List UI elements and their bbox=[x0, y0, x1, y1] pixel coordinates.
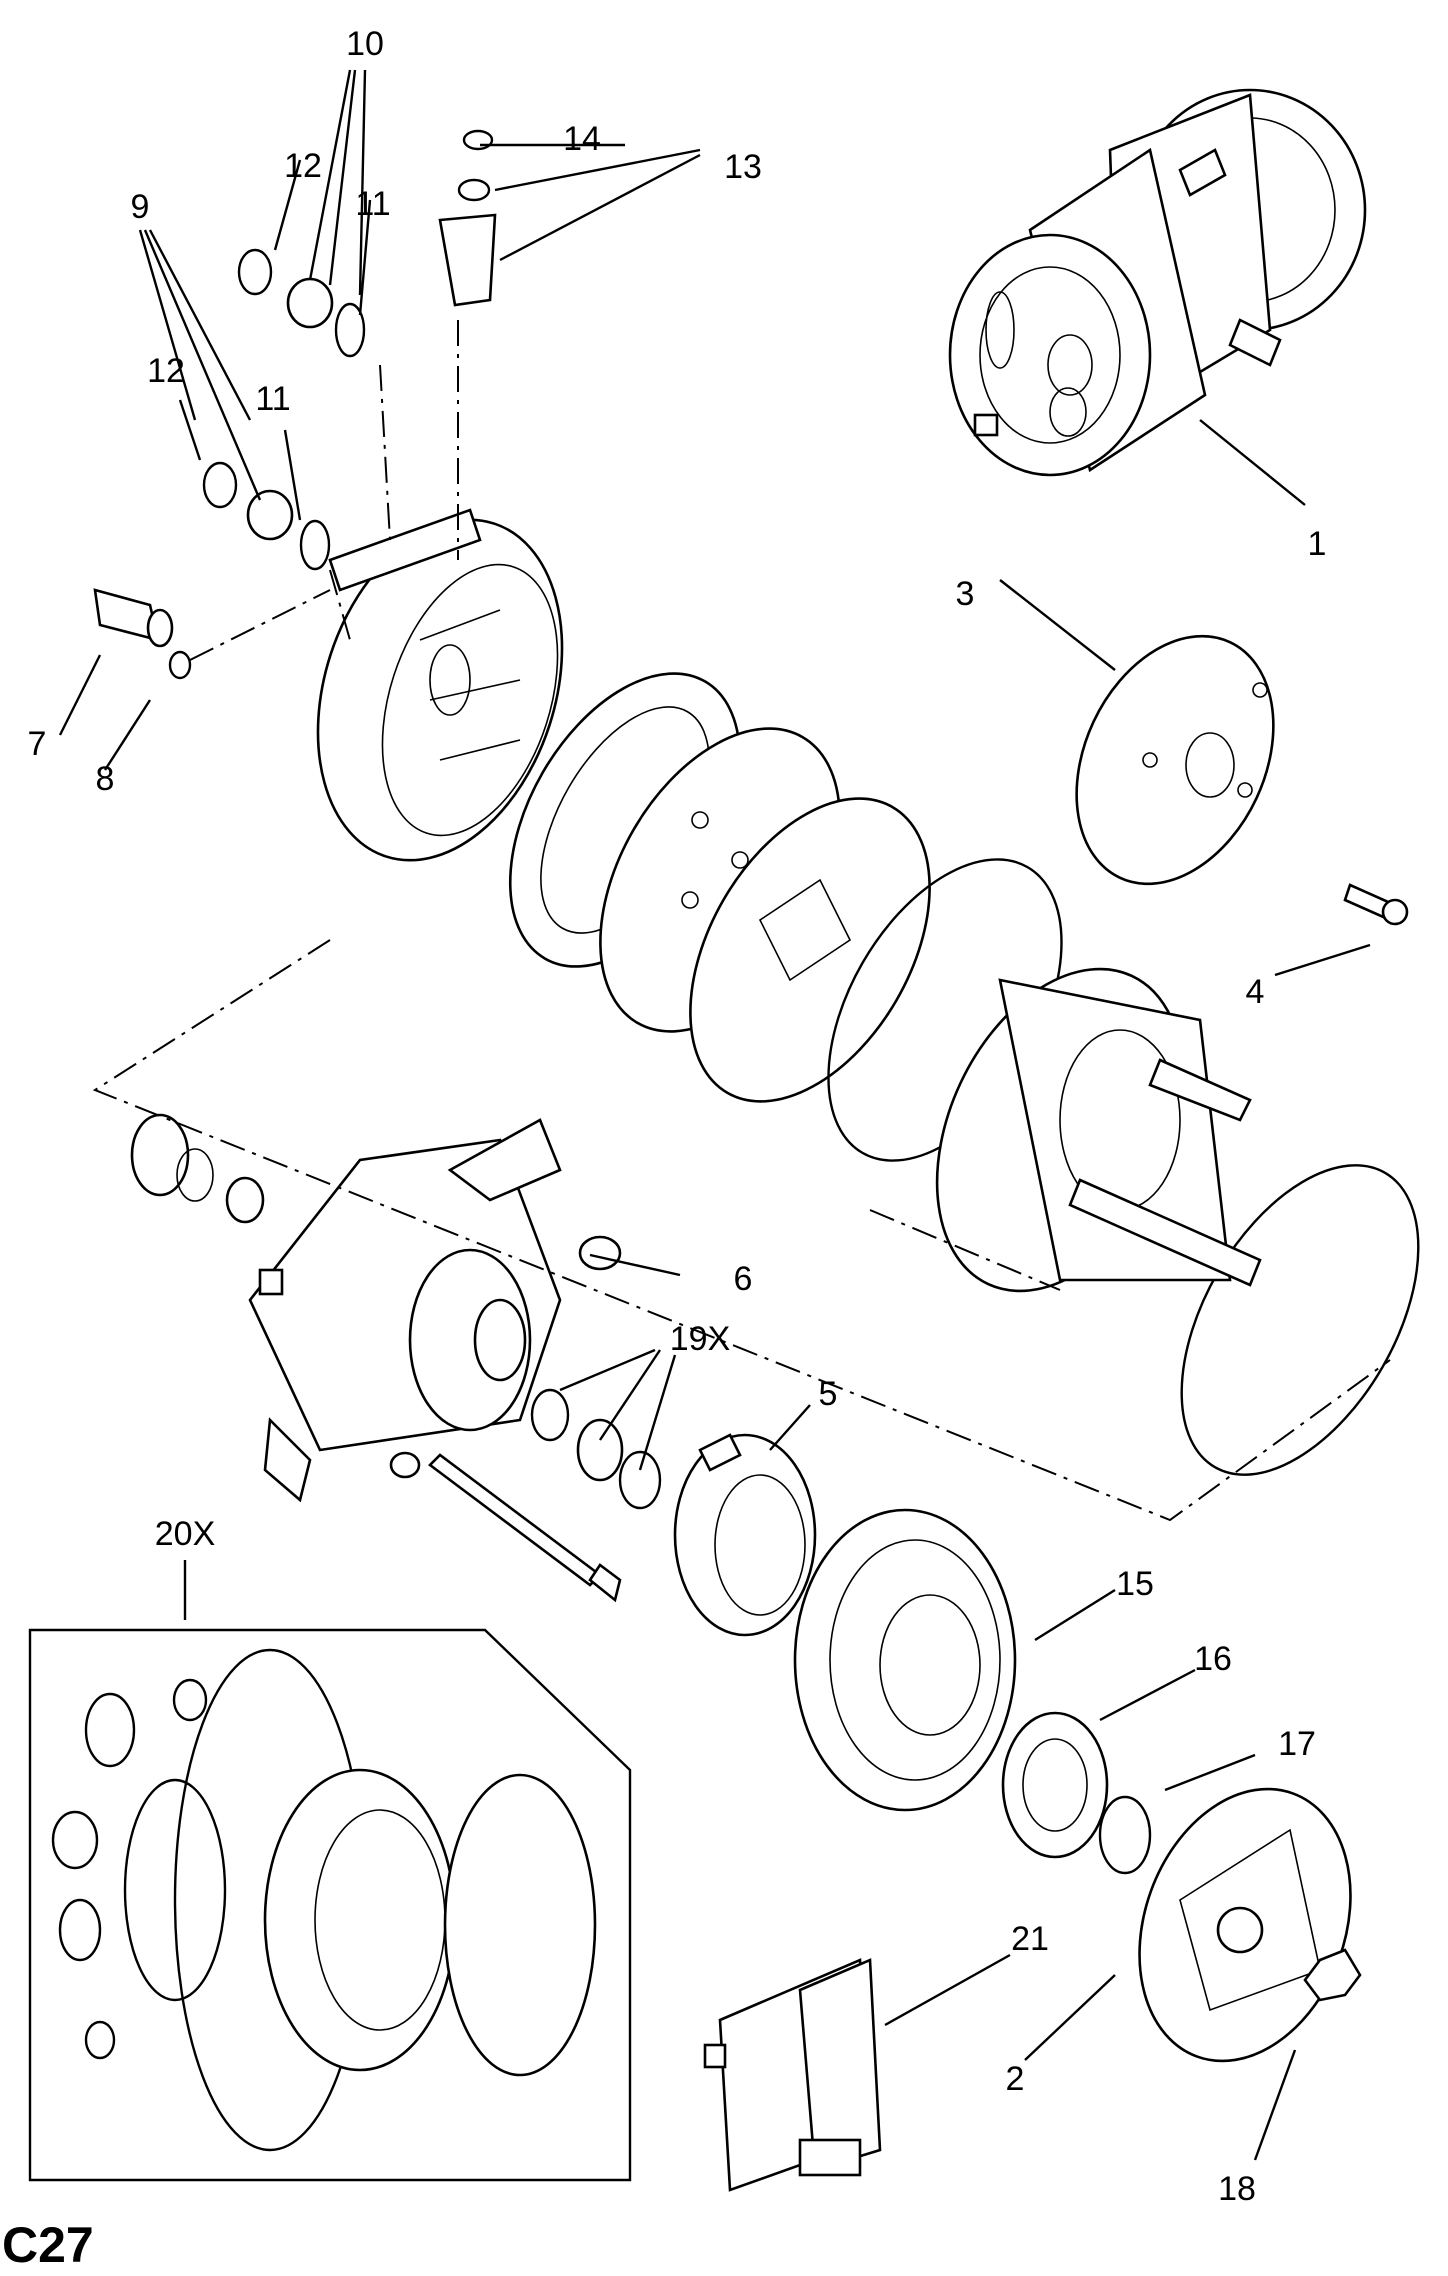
label-part-9: 9 bbox=[131, 188, 150, 226]
front-head bbox=[248, 1118, 562, 1503]
label-part-5: 5 bbox=[819, 1375, 838, 1413]
through-bolt bbox=[389, 1451, 622, 1603]
nut bbox=[1303, 1948, 1362, 2002]
compressor-assembly bbox=[948, 88, 1367, 477]
label-part-10: 10 bbox=[346, 25, 384, 63]
part-labels: 1 3 4 6 19X 5 15 16 17 2 18 21 20X 7 8 1… bbox=[2, 25, 1326, 2273]
reed-plate bbox=[689, 797, 931, 1103]
label-part-12-top: 12 bbox=[284, 147, 322, 185]
label-part-20x: 20X bbox=[155, 1515, 216, 1553]
circlip bbox=[1098, 1795, 1152, 1875]
kit-frame-20x bbox=[28, 1628, 632, 2182]
assembly-lines bbox=[92, 320, 1391, 1522]
label-part-11-mid: 11 bbox=[255, 380, 290, 418]
label-part-8: 8 bbox=[96, 760, 115, 798]
label-part-18: 18 bbox=[1218, 2170, 1256, 2208]
bearing bbox=[1001, 1711, 1109, 1859]
page-code: C27 bbox=[2, 2217, 94, 2273]
label-part-4: 4 bbox=[1246, 973, 1265, 1011]
valve-group-10 bbox=[237, 248, 366, 358]
label-part-2: 2 bbox=[1006, 2060, 1025, 2098]
screw bbox=[1343, 883, 1409, 926]
pulley bbox=[793, 1508, 1017, 1812]
valve-core-13 bbox=[438, 129, 497, 307]
label-part-19x: 19X bbox=[670, 1320, 731, 1358]
clutch-plate bbox=[1138, 1787, 1352, 2063]
relay-bracket bbox=[703, 1958, 882, 2192]
valve-group-9 bbox=[202, 461, 331, 571]
label-part-7: 7 bbox=[28, 725, 47, 763]
shaft-seal bbox=[130, 1113, 265, 1224]
rear-head bbox=[316, 508, 564, 862]
seal-ring-set bbox=[530, 1388, 662, 1510]
plug bbox=[578, 1235, 622, 1271]
label-part-17: 17 bbox=[1278, 1725, 1316, 1763]
label-part-14: 14 bbox=[563, 120, 601, 158]
pressure-switch bbox=[93, 588, 174, 648]
label-part-6: 6 bbox=[734, 1260, 753, 1298]
field-coil bbox=[673, 1433, 817, 1637]
o-ring-small bbox=[168, 650, 192, 680]
label-part-16: 16 bbox=[1194, 1640, 1232, 1678]
label-part-11-top: 11 bbox=[355, 185, 390, 223]
label-part-15: 15 bbox=[1116, 1565, 1154, 1603]
front-plate bbox=[1075, 634, 1275, 886]
label-part-1: 1 bbox=[1308, 525, 1327, 563]
label-part-3: 3 bbox=[956, 575, 975, 613]
label-part-12-mid: 12 bbox=[147, 352, 185, 390]
label-part-21: 21 bbox=[1011, 1920, 1049, 1958]
leader-lines bbox=[58, 69, 1371, 2161]
label-part-13: 13 bbox=[724, 148, 762, 186]
cylinder-block bbox=[935, 967, 1262, 1293]
